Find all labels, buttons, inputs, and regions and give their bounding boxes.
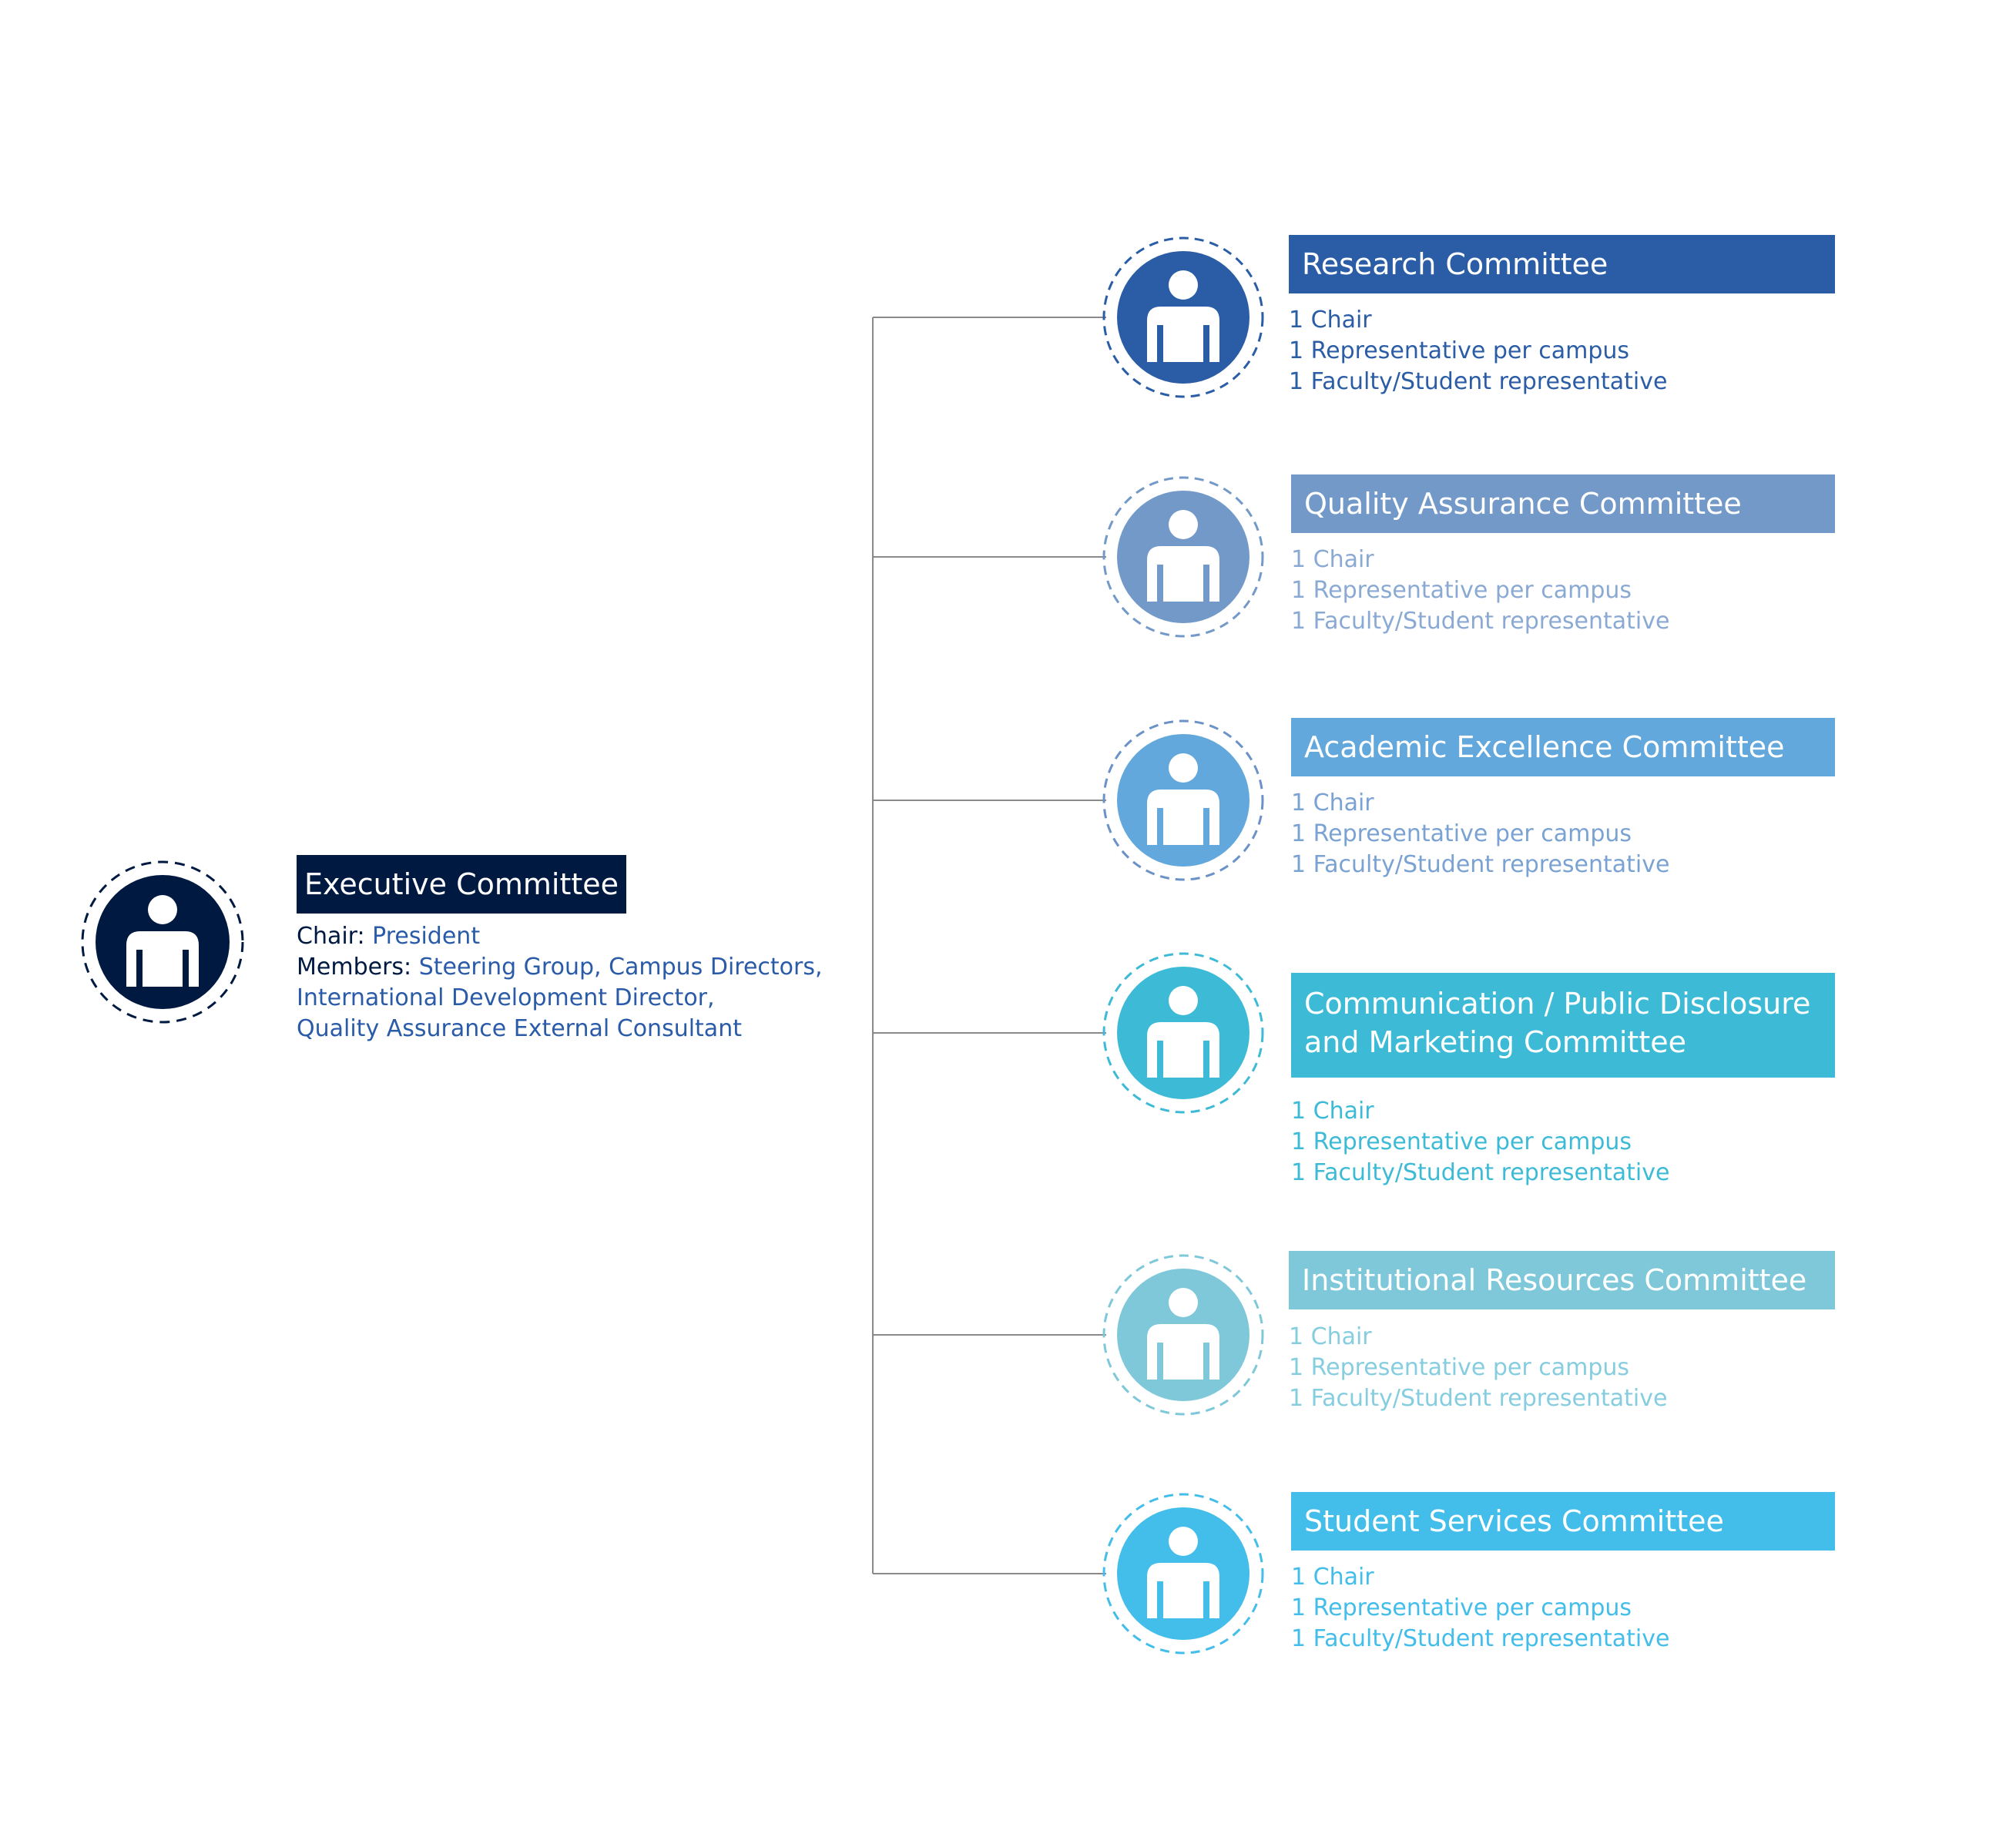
executive-avatar: [79, 859, 246, 1025]
members-line-1: Steering Group, Campus Directors,: [418, 954, 823, 981]
avatar-dashed-ring: [1102, 952, 1264, 1114]
executive-title: Executive Committee: [297, 855, 627, 914]
committee-avatar: [1100, 1490, 1266, 1657]
member-line: 1 Representative per campus: [1291, 1128, 1632, 1155]
committee-avatar: [1100, 717, 1266, 883]
member-line: 1 Chair: [1291, 1564, 1374, 1591]
members-label: Members:: [297, 954, 412, 981]
member-line: 1 Representative per campus: [1291, 577, 1632, 604]
person-icon: [126, 895, 199, 987]
avatar-dashed-ring: [81, 860, 244, 1024]
committee-avatar: [1100, 474, 1266, 640]
committee-members: 1 Chair 1 Representative per campus 1 Fa…: [1291, 788, 1669, 880]
person-icon: [1147, 1288, 1219, 1380]
member-line: 1 Faculty/Student representative: [1289, 1385, 1668, 1412]
member-line: 1 Chair: [1291, 790, 1374, 816]
committee-members: 1 Chair 1 Representative per campus 1 Fa…: [1291, 1562, 1669, 1655]
avatar-dashed-ring: [1102, 1254, 1264, 1416]
member-line: 1 Chair: [1291, 546, 1374, 573]
committee-avatar: [1100, 950, 1266, 1116]
member-line: 1 Faculty/Student representative: [1291, 1625, 1670, 1652]
committee-members: 1 Chair 1 Representative per campus 1 Fa…: [1291, 1096, 1669, 1189]
person-icon: [1147, 510, 1219, 602]
committee-avatar: [1100, 234, 1266, 401]
members-line-2: International Development Director,: [297, 984, 715, 1011]
person-icon: [1147, 986, 1219, 1078]
member-line: 1 Chair: [1291, 1098, 1374, 1125]
member-line: 1 Chair: [1289, 307, 1372, 334]
person-icon: [1147, 270, 1219, 362]
avatar-dashed-ring: [1102, 1493, 1264, 1655]
member-line: 1 Representative per campus: [1289, 337, 1630, 364]
person-icon: [1147, 753, 1219, 845]
members-line-3: Quality Assurance External Consultant: [297, 1015, 742, 1042]
avatar-dashed-ring: [1102, 719, 1264, 881]
committee-title: Communication / Public Disclosure and Ma…: [1291, 973, 1835, 1078]
member-line: 1 Faculty/Student representative: [1291, 851, 1670, 878]
committee-title: Academic Excellence Committee: [1291, 718, 1835, 776]
member-line: 1 Representative per campus: [1291, 1594, 1632, 1621]
committee-title: Research Committee: [1289, 235, 1835, 293]
member-line: 1 Faculty/Student representative: [1291, 608, 1670, 635]
avatar-dashed-ring: [1102, 476, 1264, 638]
member-line: 1 Faculty/Student representative: [1289, 368, 1668, 395]
committee-title: Institutional Resources Committee: [1289, 1251, 1835, 1309]
member-line: 1 Faculty/Student representative: [1291, 1159, 1670, 1186]
committee-members: 1 Chair 1 Representative per campus 1 Fa…: [1291, 545, 1669, 637]
executive-details: Chair: President Members: Steering Group…: [297, 921, 823, 1044]
committee-members: 1 Chair 1 Representative per campus 1 Fa…: [1289, 305, 1667, 397]
chair-value: President: [372, 923, 481, 950]
committee-title: Student Services Committee: [1291, 1492, 1835, 1551]
avatar-dashed-ring: [1102, 236, 1264, 398]
member-line: 1 Representative per campus: [1289, 1354, 1630, 1381]
executive-chair-line: Chair: President: [297, 921, 823, 952]
committee-members: 1 Chair 1 Representative per campus 1 Fa…: [1289, 1322, 1667, 1414]
chair-label: Chair:: [297, 923, 365, 950]
member-line: 1 Representative per campus: [1291, 820, 1632, 847]
executive-members-line: Members: Steering Group, Campus Director…: [297, 952, 823, 983]
committee-avatar: [1100, 1252, 1266, 1418]
member-line: 1 Chair: [1289, 1323, 1372, 1350]
person-icon: [1147, 1527, 1219, 1618]
committee-title: Quality Assurance Committee: [1291, 474, 1835, 533]
